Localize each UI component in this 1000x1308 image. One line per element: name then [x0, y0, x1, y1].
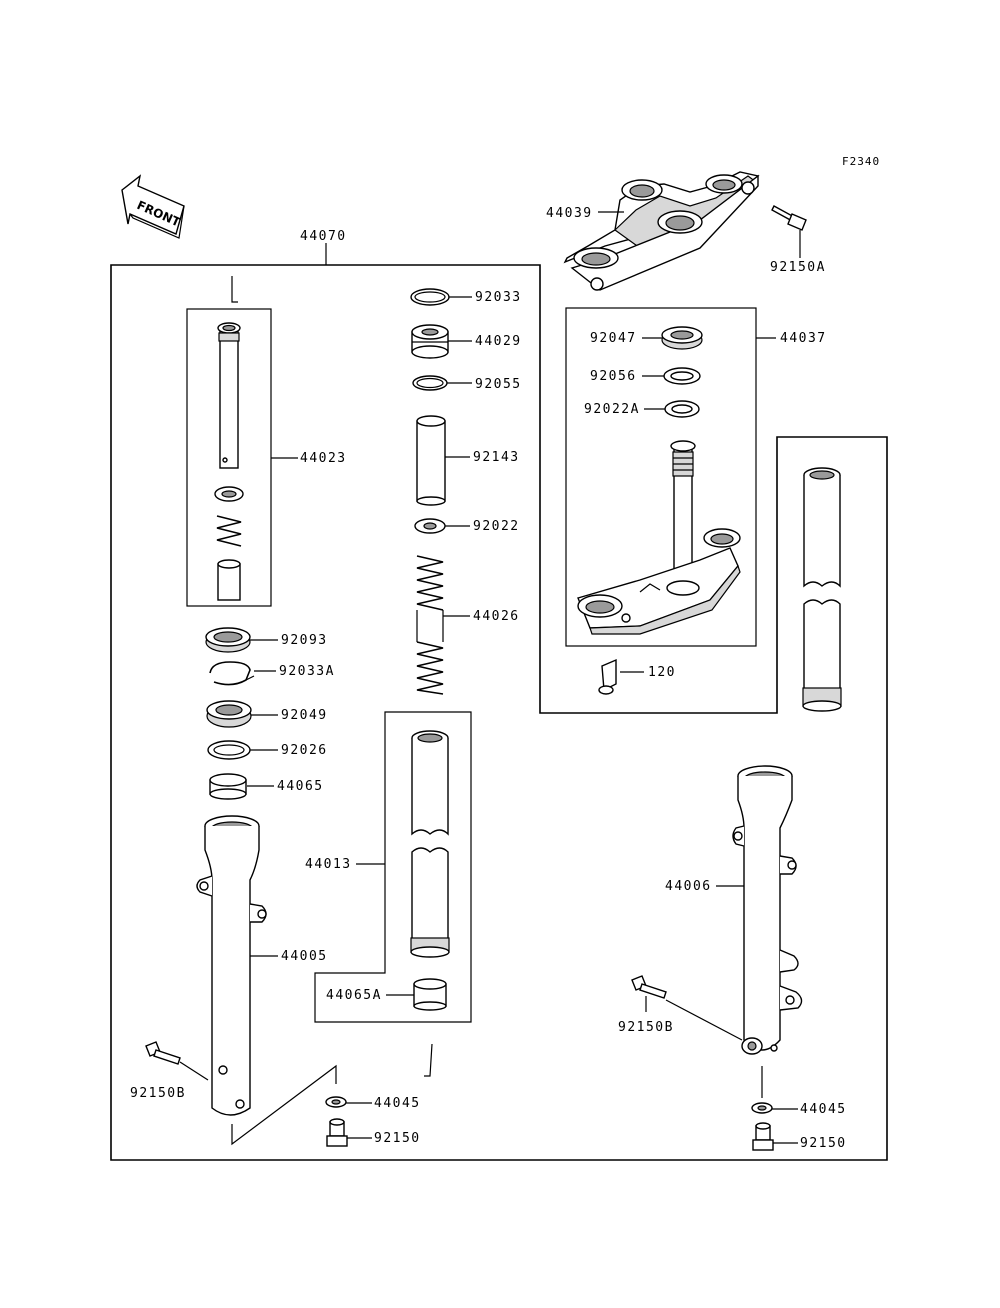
seal-92047	[661, 326, 703, 350]
label-92093: 92093	[281, 633, 328, 648]
washer-92022A	[664, 400, 700, 418]
stem-box-44037	[565, 307, 757, 647]
label-120: 120	[648, 665, 676, 680]
label-92150B-left: 92150B	[130, 1086, 186, 1101]
label-44045-right: 44045	[800, 1102, 847, 1117]
label-44006: 44006	[665, 879, 712, 894]
figure-code: F2340	[842, 155, 880, 168]
label-92056: 92056	[590, 369, 637, 384]
label-92150-right: 92150	[800, 1136, 847, 1151]
bolt-92150-left	[326, 1118, 348, 1147]
outer-tube-44006	[732, 765, 803, 1055]
cap-44029	[411, 324, 449, 359]
clip-92033A	[209, 661, 255, 686]
damper-rod	[214, 322, 244, 601]
label-92033: 92033	[475, 290, 522, 305]
bushing-44065	[209, 773, 247, 800]
label-92150B-right: 92150B	[618, 1020, 674, 1035]
label-44065A: 44065A	[326, 988, 382, 1003]
washer-44045-right	[751, 1102, 773, 1114]
assembly-outline-44070	[110, 264, 888, 1161]
label-44037: 44037	[780, 331, 827, 346]
bolt-92150A	[771, 205, 807, 231]
washer-92022	[414, 518, 446, 534]
o-ring-92055	[412, 375, 448, 391]
front-arrow-icon: FRONT	[121, 174, 185, 239]
label-92143: 92143	[473, 450, 520, 465]
label-44070: 44070	[300, 229, 347, 244]
right-inner-tube	[802, 467, 842, 712]
label-92033A: 92033A	[279, 664, 335, 679]
inner-tube-44013	[410, 730, 450, 958]
spring-44026	[416, 555, 444, 695]
ring-92056	[663, 367, 701, 385]
label-92150A: 92150A	[770, 260, 826, 275]
label-44029: 44029	[475, 334, 522, 349]
washer-44045-left	[325, 1096, 347, 1108]
spacer-92143	[416, 415, 446, 506]
label-92047: 92047	[590, 331, 637, 346]
circlip-92033	[410, 288, 450, 306]
outer-tube-44005	[196, 815, 267, 1116]
label-92049: 92049	[281, 708, 328, 723]
label-92022: 92022	[473, 519, 520, 534]
steering-stem	[577, 440, 741, 635]
label-92055: 92055	[475, 377, 522, 392]
washer-92026	[207, 740, 251, 760]
label-44023: 44023	[300, 451, 347, 466]
bolt-92150-right	[752, 1122, 774, 1151]
bolt-92150B-left	[145, 1041, 181, 1065]
label-44065: 44065	[277, 779, 324, 794]
oil-seal-92049	[206, 700, 252, 728]
oil-seal-92093	[205, 627, 251, 653]
bolt-92150B-right	[631, 975, 667, 999]
label-44013: 44013	[305, 857, 352, 872]
label-92022A: 92022A	[584, 402, 640, 417]
inner-tube-box-44013	[314, 711, 472, 1023]
upper-bracket-44039	[563, 171, 760, 291]
label-44005: 44005	[281, 949, 328, 964]
label-44039: 44039	[546, 206, 593, 221]
label-92150-left: 92150	[374, 1131, 421, 1146]
label-44045-left: 44045	[374, 1096, 421, 1111]
bolt-120	[598, 658, 617, 695]
bushing-44065A	[413, 978, 447, 1011]
label-92026: 92026	[281, 743, 328, 758]
label-44026: 44026	[473, 609, 520, 624]
